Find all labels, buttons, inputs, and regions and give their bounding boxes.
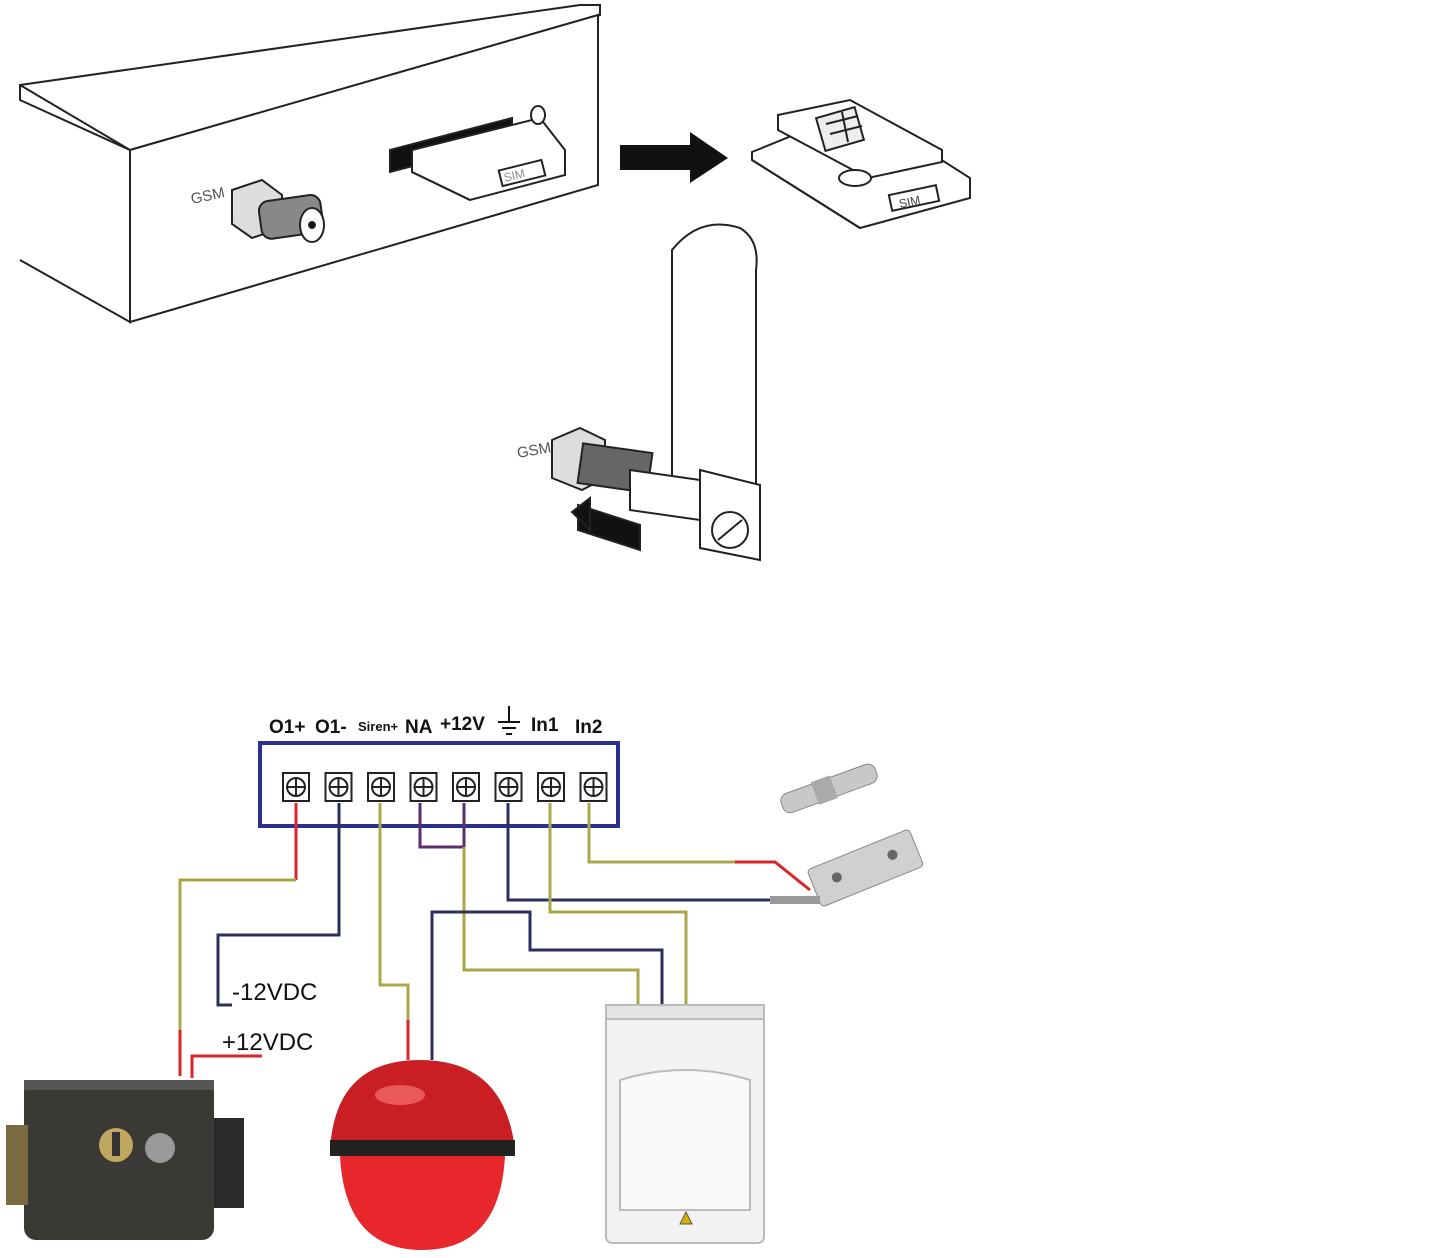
wire-o1-minus <box>216 803 341 1007</box>
wire-bridge <box>418 803 466 849</box>
arrow-right-icon <box>620 132 728 183</box>
ground-icon <box>498 706 520 735</box>
slot-tag: SIM <box>502 166 526 185</box>
electric-lock <box>6 1080 244 1240</box>
terminal-block-frame <box>258 741 620 828</box>
wire-in1-pir <box>548 803 688 1005</box>
terminal-label-in2: In2 <box>575 717 602 738</box>
pir-motion-sensor <box>605 1004 765 1244</box>
siren <box>330 1060 515 1250</box>
terminal-label-o1-plus: O1+ <box>269 717 305 738</box>
gsm-label-1: GSM <box>189 184 226 208</box>
wire-gnd-pir <box>508 910 664 1005</box>
wire-lock-plus12 <box>190 1054 262 1078</box>
wires <box>178 803 811 1078</box>
terminal-label-o1-minus: O1- <box>315 717 347 738</box>
terminal-label-na: NA <box>405 717 433 738</box>
antenna-illustration <box>551 223 761 562</box>
wire-siren-yellow <box>378 803 410 1020</box>
sim-card-tray-illustration <box>751 98 971 230</box>
wire-plus12-pir <box>462 847 640 1005</box>
device-housing-illustration <box>19 4 601 324</box>
minus-12vdc-label: -12VDC <box>232 979 317 1006</box>
wire-contact-red <box>735 860 811 892</box>
wire-gnd-siren <box>430 910 508 1060</box>
terminal-labels: O1+ O1- Siren+ NA +12V In1 In2 <box>269 706 602 738</box>
wire-o1-plus-yellow <box>178 878 296 1030</box>
gsm-label-2: GSM <box>516 439 553 462</box>
card-tag: SIM <box>898 193 922 211</box>
magnetic-door-contact <box>770 763 924 907</box>
wire-gnd-main <box>506 803 770 902</box>
terminal-label-plus-12v: +12V <box>440 714 485 735</box>
terminal-label-in1: In1 <box>531 715 559 736</box>
plus-12vdc-label: +12VDC <box>222 1029 313 1056</box>
terminal-label-siren-plus: Siren+ <box>358 719 399 734</box>
terminal-screws <box>282 772 608 802</box>
wire-in2-contact <box>587 803 735 864</box>
